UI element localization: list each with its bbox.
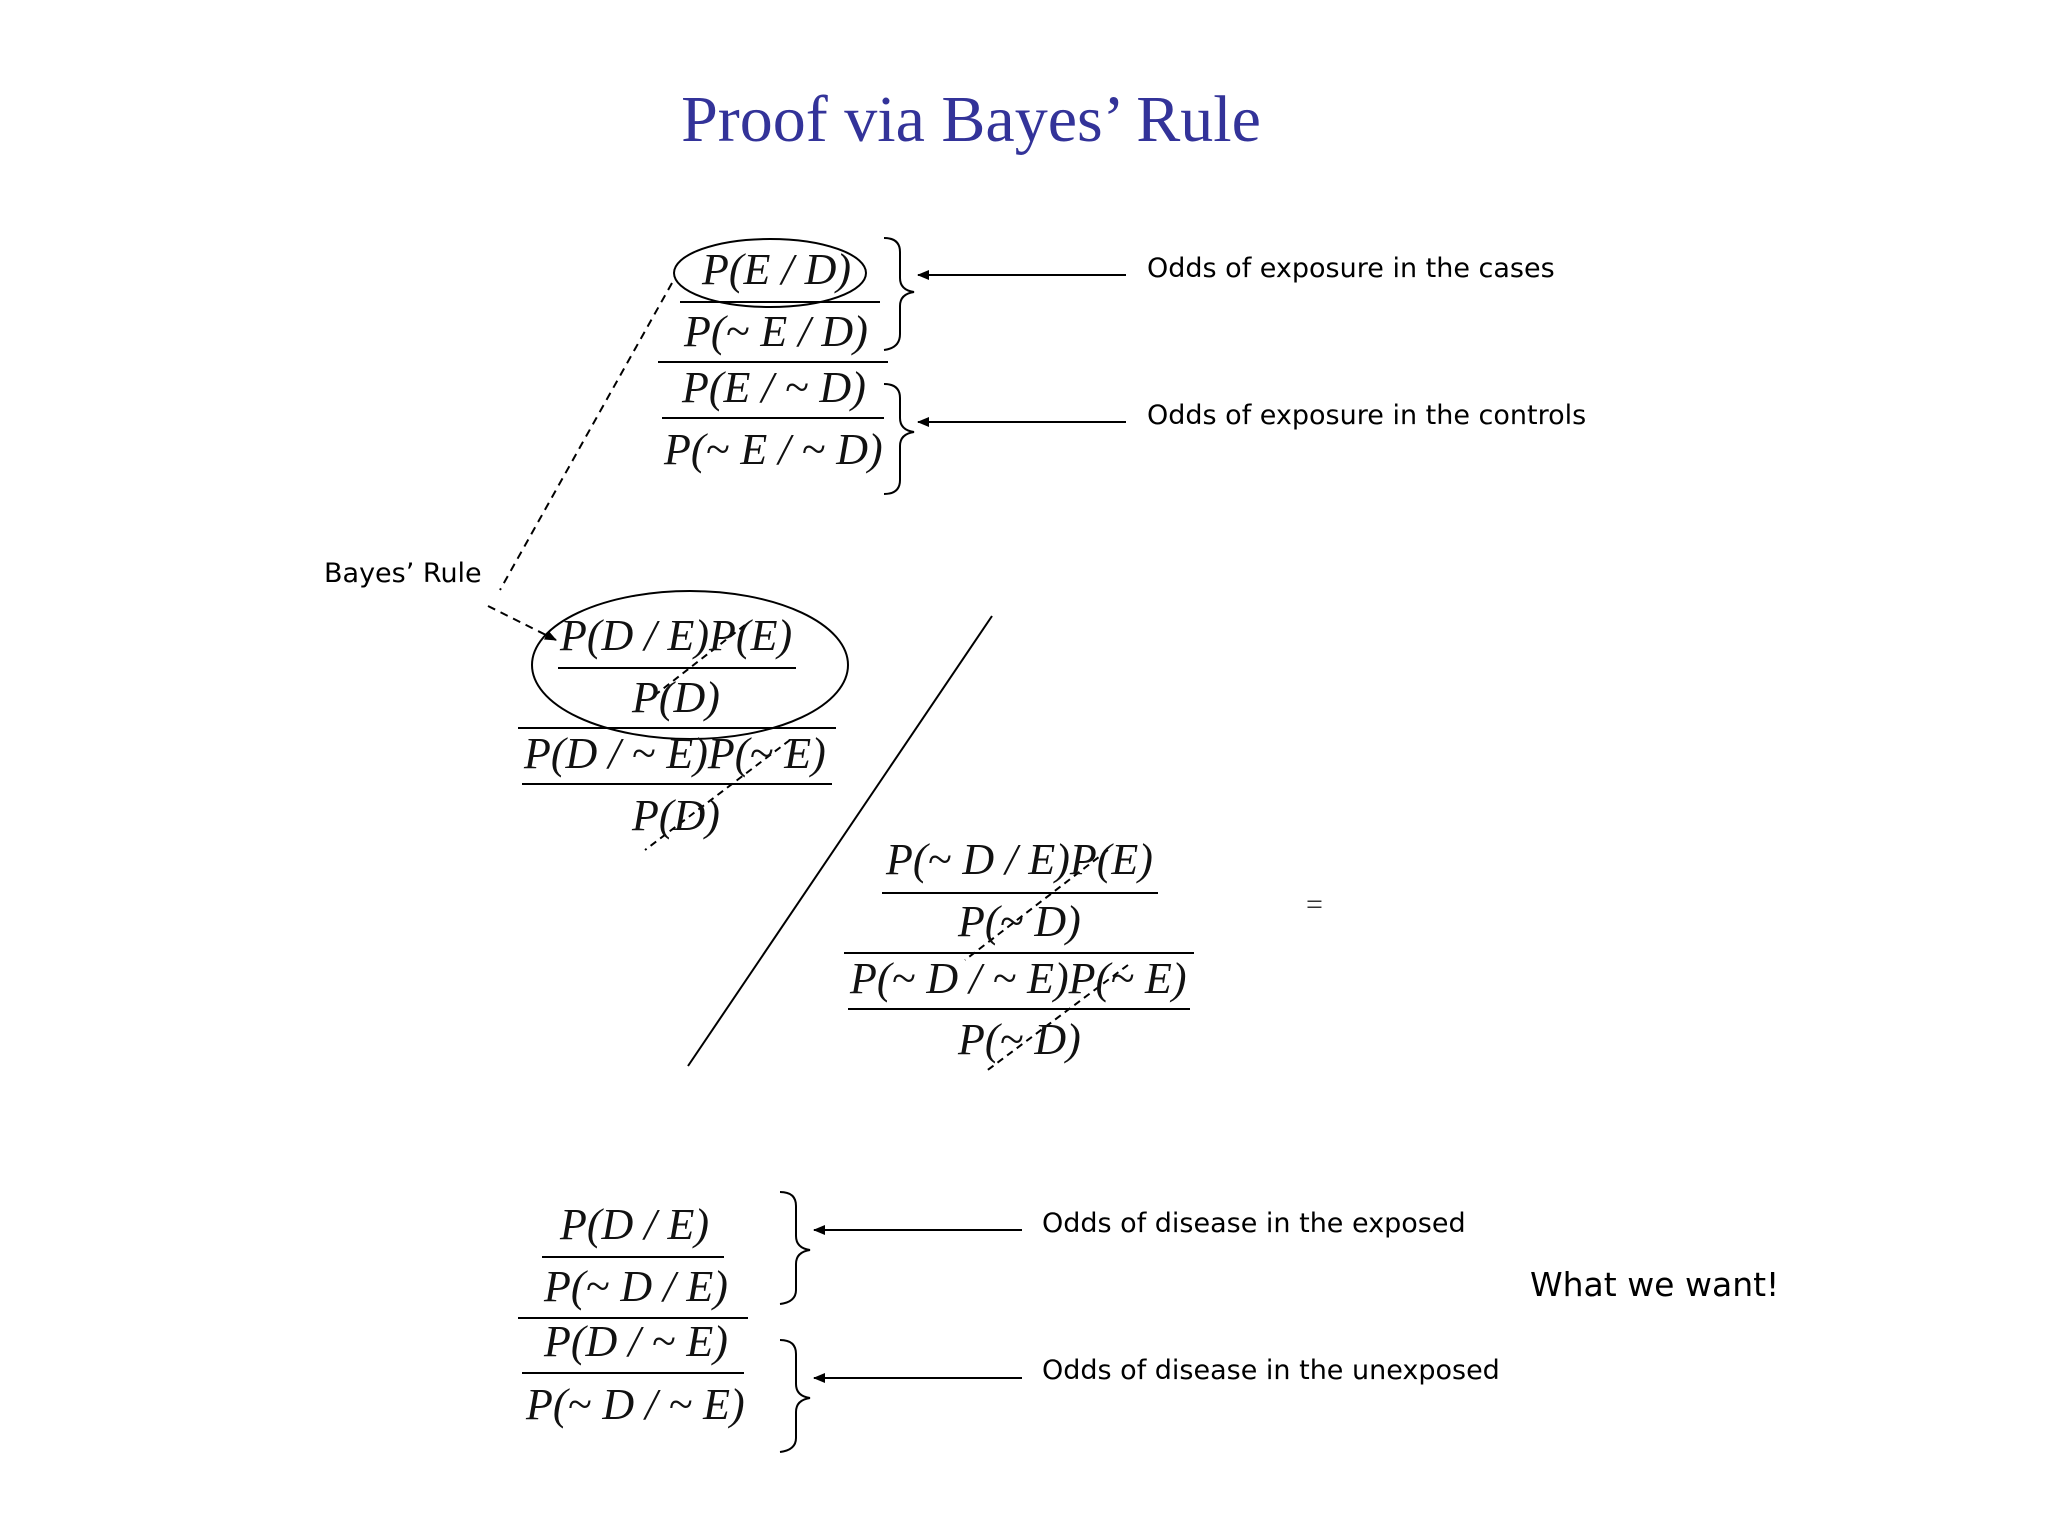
brace-controls <box>883 383 915 495</box>
top-numerator-2: P(E / ~ D) <box>682 363 866 412</box>
top-denominator-1: P(~ E / D) <box>684 307 868 356</box>
bottom-denominator-2: P(~ D / ~ E) <box>526 1380 745 1429</box>
top-denominator-2: P(~ E / ~ D) <box>664 425 883 474</box>
slide-title: Proof via Bayes’ Rule <box>681 83 1261 156</box>
bayes-dashed-arrow <box>487 605 557 641</box>
mid-denominator-2: P(D) <box>632 791 720 840</box>
bottom-denominator-1: P(~ D / E) <box>544 1262 728 1311</box>
label-exposed: Odds of disease in the exposed <box>1042 1208 1466 1239</box>
brace-cases <box>883 237 915 351</box>
brace-exposed <box>779 1191 811 1305</box>
top-numerator-1: P(E / D) <box>702 245 852 294</box>
right-cancel-1 <box>964 849 1109 961</box>
label-cases: Odds of exposure in the cases <box>1147 253 1555 284</box>
mid-denominator-1: P(D) <box>632 673 720 722</box>
bayes-dashed-line <box>499 282 673 591</box>
mid-numerator-1: P(D / E)P(E) <box>560 611 793 660</box>
right-numerator-1: P(~ D / E)P(E) <box>886 835 1153 884</box>
label-what-we-want: What we want! <box>1530 1265 1780 1304</box>
label-bayes-rule: Bayes’ Rule <box>324 558 482 589</box>
bottom-numerator-2: P(D / ~ E) <box>544 1317 728 1366</box>
right-cancel-2 <box>984 964 1129 1073</box>
top-ellipse <box>673 238 867 308</box>
label-unexposed: Odds of disease in the unexposed <box>1042 1355 1500 1386</box>
mid-numerator-2: P(D / ~ E)P(~ E) <box>524 729 826 778</box>
brace-unexposed <box>779 1339 811 1453</box>
right-numerator-2: P(~ D / ~ E)P(~ E) <box>850 954 1187 1003</box>
bottom-numerator-1: P(D / E) <box>560 1200 710 1249</box>
right-denominator-1: P(~ D) <box>958 897 1081 946</box>
equals-sign: = <box>1306 888 1323 921</box>
diagonal-divider <box>687 615 993 1067</box>
mid-cancel-2 <box>644 739 791 851</box>
mid-ellipse <box>531 590 849 740</box>
label-controls: Odds of exposure in the controls <box>1147 400 1587 431</box>
right-denominator-2: P(~ D) <box>958 1015 1081 1064</box>
